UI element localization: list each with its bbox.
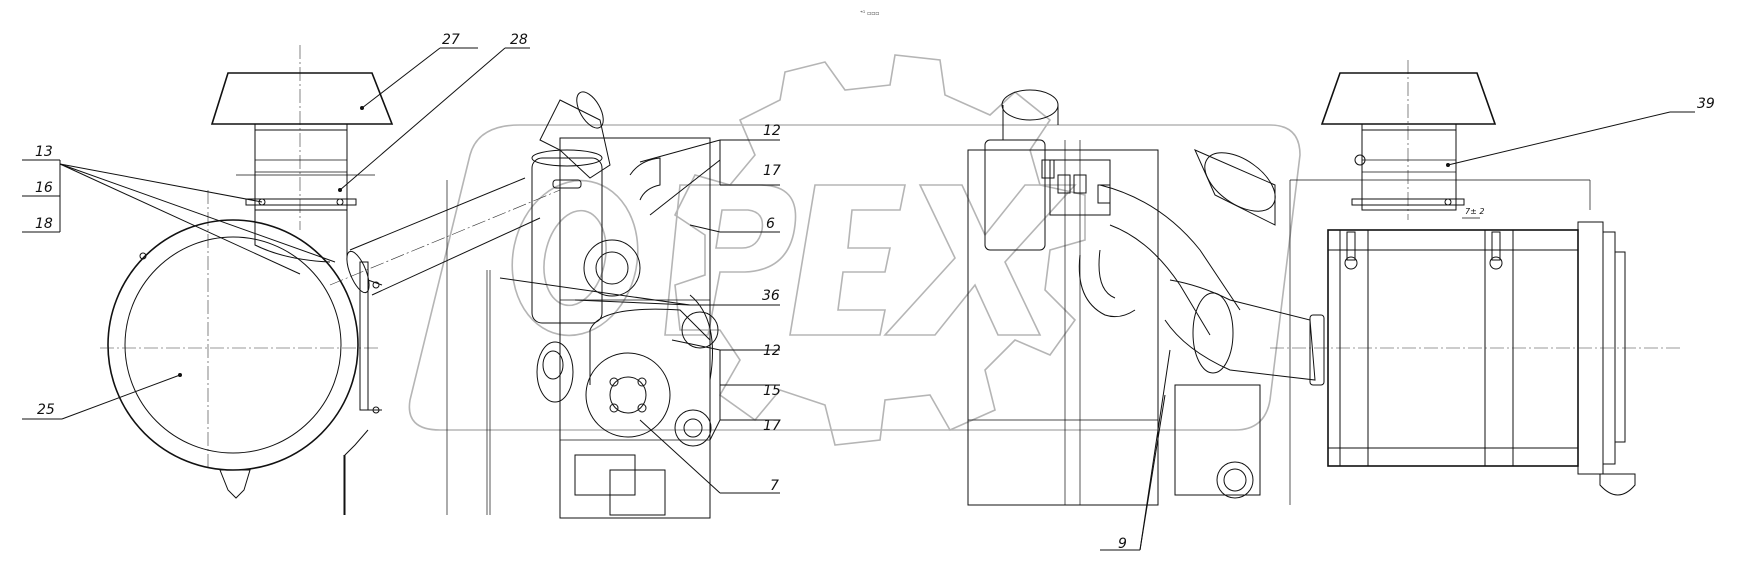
leader-lines <box>22 47 1695 551</box>
callout-9: 9 <box>1118 536 1127 552</box>
filter-bracket <box>359 261 369 411</box>
callout-13: 13 <box>35 144 53 160</box>
watermark <box>408 54 1301 446</box>
callout-25: 25 <box>37 402 55 418</box>
engine-block-right <box>967 149 1159 506</box>
dust-valve <box>219 469 251 499</box>
right-air-filter-assembly: 7± 2 <box>1270 60 1680 496</box>
elbow-hose <box>1164 279 1316 381</box>
callout-12-bottom: 12 <box>763 343 781 359</box>
pipe-clamp <box>245 198 357 206</box>
rain-cap <box>210 72 394 125</box>
intake-pipe <box>254 129 348 211</box>
callout-27: 27 <box>442 32 460 48</box>
watermark-frame <box>408 124 1301 431</box>
callout-6: 6 <box>766 216 775 232</box>
callout-15: 15 <box>763 383 781 399</box>
left-engine-view <box>531 91 719 519</box>
callout-7: 7 <box>770 478 779 494</box>
callout-labels: 27 28 13 16 18 25 12 17 6 36 12 15 17 7 … <box>35 32 1715 552</box>
intake-hose <box>1099 184 1241 336</box>
dust-valve-right <box>1599 473 1636 496</box>
dimension-label: 7± 2 <box>1465 207 1484 216</box>
crank-pulley <box>585 352 671 438</box>
right-engine-view <box>967 89 1591 506</box>
callout-17-top: 17 <box>763 163 781 179</box>
callout-16: 16 <box>35 180 53 196</box>
sheet-header-mark: ᐩᴳ ▫▫▫ <box>860 10 879 17</box>
watermark-letters <box>511 179 1077 337</box>
callout-18: 18 <box>35 216 53 232</box>
callout-17-bottom: 17 <box>763 418 781 434</box>
rain-cap-right <box>1320 72 1497 125</box>
left-air-filter-assembly <box>100 45 561 515</box>
connecting-duct <box>349 177 541 296</box>
callout-28: 28 <box>510 32 528 48</box>
callout-39: 39 <box>1697 96 1715 112</box>
callout-36: 36 <box>762 288 780 304</box>
filter-housing-inner <box>124 236 342 454</box>
callout-12-top: 12 <box>763 123 781 139</box>
